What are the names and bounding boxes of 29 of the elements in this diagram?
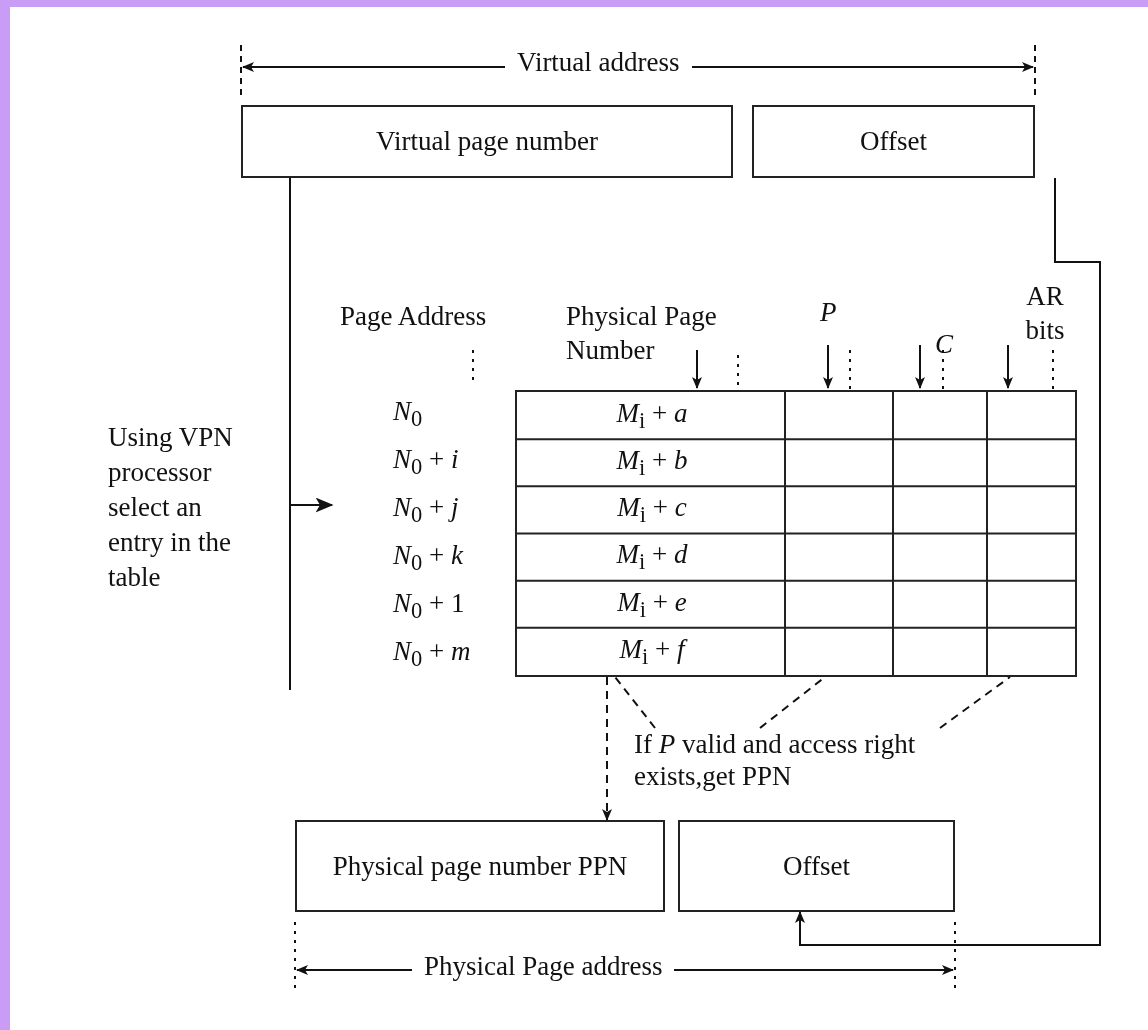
page-table	[515, 390, 1077, 677]
arrow	[289, 177, 334, 513]
address-field-box: Offset	[678, 820, 955, 912]
table-cell: M$_{i}$ + b	[517, 439, 787, 487]
table-cell: M$_{i}$ + e	[517, 580, 787, 628]
table-cell: M$_{i}$ + d	[517, 533, 787, 581]
row-label: N$_{0}$ + m	[393, 635, 472, 674]
leader-line	[939, 676, 1011, 729]
table-cell: M$_{i}$ + c	[517, 486, 787, 534]
row-label: N$_{0}$ + k	[393, 539, 465, 578]
column-header: P	[820, 296, 838, 329]
address-field-box: Virtual page number	[241, 105, 733, 178]
column-header: Page Address	[340, 300, 488, 333]
row-label: N$_{0}$ + j	[393, 491, 460, 530]
row-label: N$_{0}$	[393, 395, 424, 434]
column-header: C	[935, 328, 954, 361]
table-cell: M$_{i}$ + a	[517, 392, 787, 440]
arrow	[795, 177, 1101, 946]
address-field-box: Offset	[752, 105, 1035, 178]
row-label: N$_{0}$ + 1	[393, 587, 466, 626]
column-header: Physical Page Number	[566, 300, 718, 367]
annotation-text: Using VPN processor select an entry in the table	[108, 421, 234, 595]
leader-line	[614, 676, 656, 729]
condition-note: If P valid and access right exists,get PPN	[634, 728, 994, 804]
arrow	[602, 676, 612, 821]
row-label: N$_{0}$ + i	[393, 443, 460, 482]
address-field-box: Physical page number PPN	[295, 820, 665, 912]
table-cell: M$_{i}$ + f	[517, 627, 787, 675]
column-header: AR bits	[1024, 280, 1066, 347]
